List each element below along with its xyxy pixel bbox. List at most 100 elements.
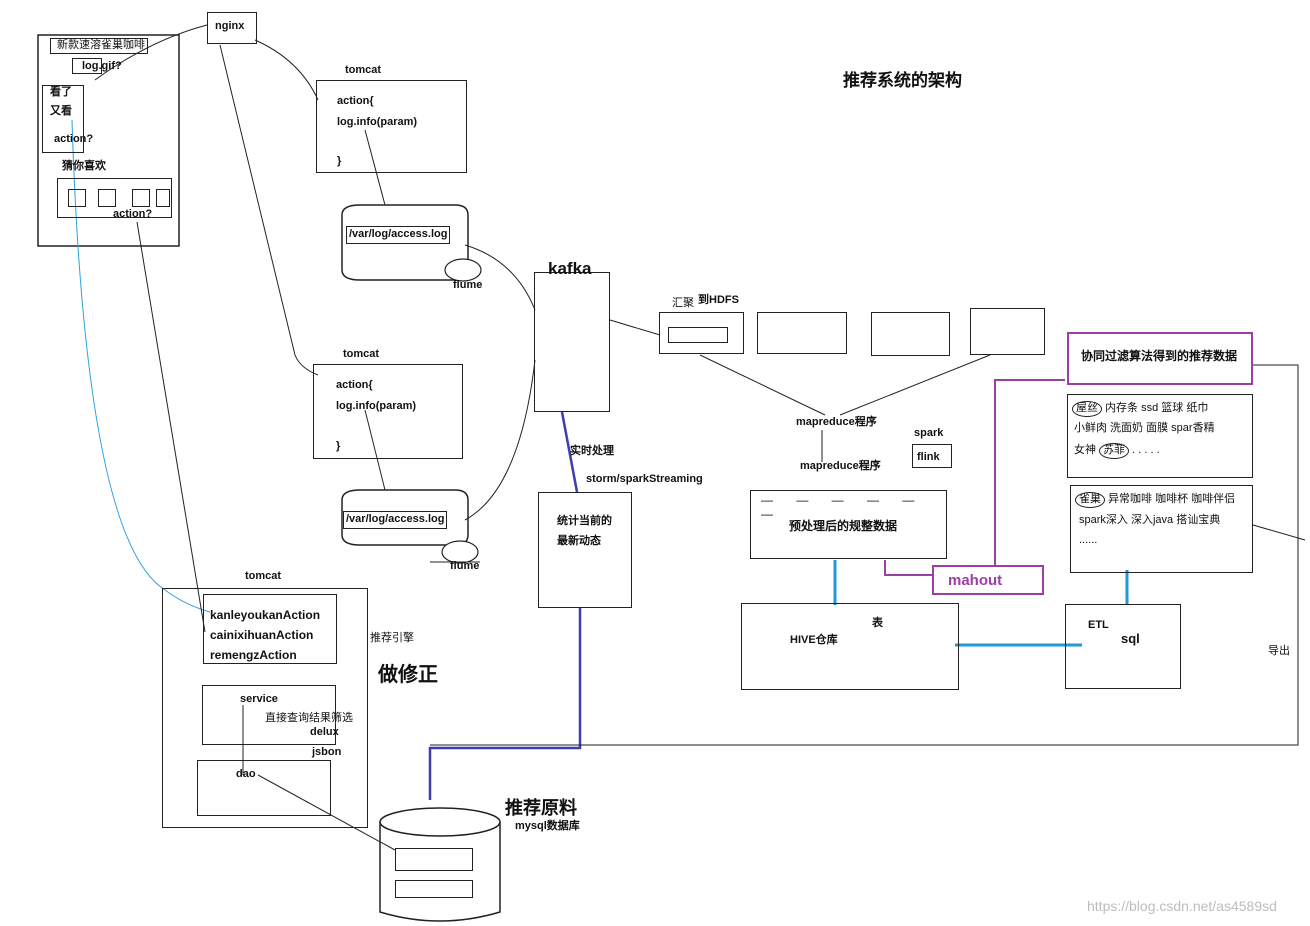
db-record-1	[395, 848, 473, 871]
rec-list-1: 屋丝 内存条 ssd 篮球 纸巾 小鲜肉 洗面奶 面膜 spar香精 女神 苏菲…	[1067, 394, 1253, 478]
hdfs-gather-label: 汇聚	[672, 297, 694, 309]
nginx-label: nginx	[215, 20, 245, 32]
log1-path: /var/log/access.log	[346, 226, 451, 244]
guess-box	[57, 178, 172, 218]
flume2-label: flume	[450, 560, 480, 572]
rec-list-1-row3a: 女神	[1074, 444, 1096, 456]
mapreduce2-label: mapreduce程序	[800, 460, 881, 472]
action-remengz: remengzAction	[210, 648, 297, 662]
product-thumb-2	[98, 189, 116, 207]
raw-title: 推荐原料	[505, 798, 577, 818]
preprocessed-label: 预处理后的规整数据	[789, 519, 898, 533]
hive-label: HIVE仓库	[790, 634, 838, 646]
tomcat3-box	[162, 588, 368, 828]
hdfs-label: 到HDFS	[698, 294, 739, 306]
jsbon-label: jsbon	[312, 746, 342, 758]
tomcat1-label: tomcat	[345, 64, 382, 76]
look-box	[42, 85, 84, 153]
etl-box: ETL sql	[1065, 604, 1181, 689]
realtime-label: 实时处理	[570, 445, 614, 457]
cf-result-box: 协同过滤算法得到的推荐数据	[1067, 332, 1253, 385]
action-label-1: action?	[54, 133, 94, 145]
flink-box: flink	[912, 444, 952, 468]
mahout-label: mahout	[948, 572, 1003, 589]
flume1-label: flume	[453, 279, 483, 291]
rec-list-2-row1: 异常咖啡 咖啡杯 咖啡伴侣	[1108, 493, 1236, 505]
rec-list-2: 雀巢 异常咖啡 咖啡杯 咖啡伴侣 spark深入 深入java 搭讪宝典 ...…	[1070, 485, 1253, 573]
hdfs-box-2	[757, 312, 847, 354]
tomcat2-line2: log.info(param)	[336, 400, 417, 412]
rec-list-2-row3: ......	[1079, 534, 1098, 546]
preprocessed-dashes: — — — — — —	[761, 493, 925, 521]
hive-table-label: 表	[872, 617, 883, 629]
service-label: service	[240, 693, 278, 705]
banner-box: 新款速溶雀巢咖啡	[50, 38, 148, 54]
product-thumb-3	[132, 189, 150, 207]
product-thumb-1	[68, 189, 86, 207]
delux-label: delux	[310, 726, 339, 738]
realtime-box-line2: 最新动态	[557, 535, 601, 547]
banner-text: 新款速溶雀巢咖啡	[57, 39, 145, 51]
tomcat2-line1: action{	[336, 379, 373, 391]
look-line2: 又看	[50, 105, 72, 117]
tomcat1-line2: log.info(param)	[337, 116, 418, 128]
tomcat3-label: tomcat	[245, 570, 282, 582]
export-label: 导出	[1268, 645, 1290, 657]
realtime-box-line1: 统计当前的	[557, 515, 612, 527]
product-thumb-4	[156, 189, 170, 207]
etl-sql-label: sql	[1121, 631, 1140, 646]
spark-label: spark	[914, 427, 944, 439]
flink-label: flink	[917, 451, 940, 463]
fix-label: 做修正	[378, 664, 438, 686]
actions-box: kanleyoukanAction cainixihuanAction reme…	[203, 594, 337, 664]
tomcat2-line3: }	[336, 440, 341, 452]
raw-db-label: mysql数据库	[515, 820, 580, 832]
action-label-2: action?	[113, 208, 153, 220]
preprocessed-box: — — — — — — 预处理后的规整数据	[750, 490, 947, 559]
nginx-box: nginx	[207, 12, 257, 44]
tomcat1-line3: }	[337, 155, 342, 167]
hdfs-box-3	[871, 312, 950, 356]
hdfs-box-4	[970, 308, 1045, 355]
engine-label: 推荐引擎	[370, 632, 414, 644]
rec-list-1-row1: 内存条 ssd 篮球 纸巾	[1105, 402, 1209, 414]
tomcat2-box: action{ log.info(param) }	[313, 364, 463, 459]
rec-list-1-row1-wrap: 屋丝 内存条 ssd 篮球 纸巾	[1072, 401, 1208, 417]
rec-list-1-circled: 苏菲	[1099, 443, 1130, 459]
hdfs-file-icon	[668, 327, 728, 343]
rec-list-1-row3-wrap: 女神 苏菲 . . . . .	[1074, 443, 1160, 459]
rec-list-1-circled-first: 屋丝	[1072, 401, 1102, 417]
cf-result-label: 协同过滤算法得到的推荐数据	[1081, 349, 1238, 363]
rec-list-1-row3b: . . . . .	[1132, 444, 1160, 456]
rec-list-2-row2: spark深入 深入java 搭讪宝典	[1079, 514, 1221, 526]
gif-label: log.gif?	[82, 60, 122, 72]
dao-label: dao	[236, 768, 256, 780]
query-label: 直接查询结果筛选	[265, 712, 353, 724]
guess-label: 猜你喜欢	[62, 160, 106, 172]
tomcat2-label: tomcat	[343, 348, 380, 360]
kafka-box	[534, 272, 610, 412]
kafka-label: kafka	[548, 259, 592, 278]
rec-list-2-circled-first: 雀巢	[1075, 492, 1105, 508]
page-title: 推荐系统的架构	[843, 71, 962, 90]
watermark: https://blog.csdn.net/as4589sd	[1087, 898, 1277, 914]
dao-box: dao	[197, 760, 331, 816]
rec-list-1-row2: 小鲜肉 洗面奶 面膜 spar香精	[1074, 422, 1215, 434]
etl-label: ETL	[1088, 619, 1109, 631]
action-kanleyoukan: kanleyoukanAction	[210, 608, 321, 622]
realtime-box: 统计当前的 最新动态	[538, 492, 632, 608]
tomcat1-line1: action{	[337, 95, 374, 107]
mapreduce1-label: mapreduce程序	[796, 416, 877, 428]
rec-list-2-row1-wrap: 雀巢 异常咖啡 咖啡杯 咖啡伴侣	[1075, 492, 1235, 508]
mahout-box: mahout	[932, 565, 1044, 595]
realtime-engine: storm/sparkStreaming	[586, 473, 703, 485]
hive-box: 表 HIVE仓库	[741, 603, 959, 690]
action-cainixihuan: cainixihuanAction	[210, 628, 314, 642]
tomcat1-box: action{ log.info(param) }	[316, 80, 467, 173]
log2-path: /var/log/access.log	[343, 511, 448, 529]
service-box: service	[202, 685, 336, 745]
gif-box	[72, 58, 102, 74]
look-line1: 看了	[50, 86, 72, 98]
